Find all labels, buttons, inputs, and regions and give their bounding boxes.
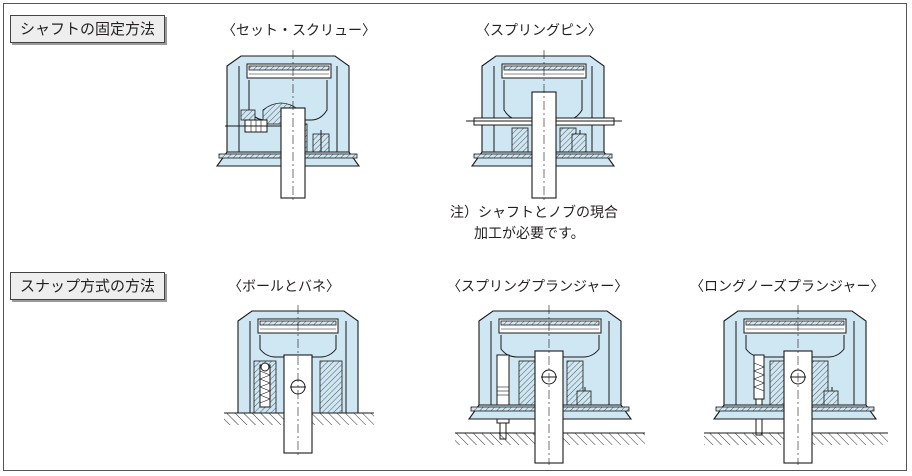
- section-label-snap-method: スナップ方式の方法: [10, 272, 166, 300]
- caption-spring-plunger: 〈スプリングプランジャー〉: [447, 279, 629, 295]
- figure-spring-pin: [466, 50, 622, 200]
- figure-ball-spring: [224, 305, 374, 455]
- caption-long-nose-plunger: 〈ロングノーズプランジャー〉: [690, 279, 885, 295]
- section-label-shaft-fixing: シャフトの固定方法: [10, 15, 166, 43]
- figure-long-nose-plunger: [704, 305, 888, 465]
- caption-set-screw: 〈セット・スクリュー〉: [222, 23, 376, 39]
- caption-spring-pin: 〈スプリングピン〉: [476, 23, 602, 39]
- note-line-1: 注）シャフトとノブの現合: [450, 205, 618, 221]
- caption-ball-spring: 〈ボールとバネ〉: [228, 279, 340, 295]
- note-line-2: 加工が必要です。: [474, 226, 585, 242]
- figure-set-screw: [215, 50, 361, 200]
- figure-spring-plunger: [455, 305, 645, 465]
